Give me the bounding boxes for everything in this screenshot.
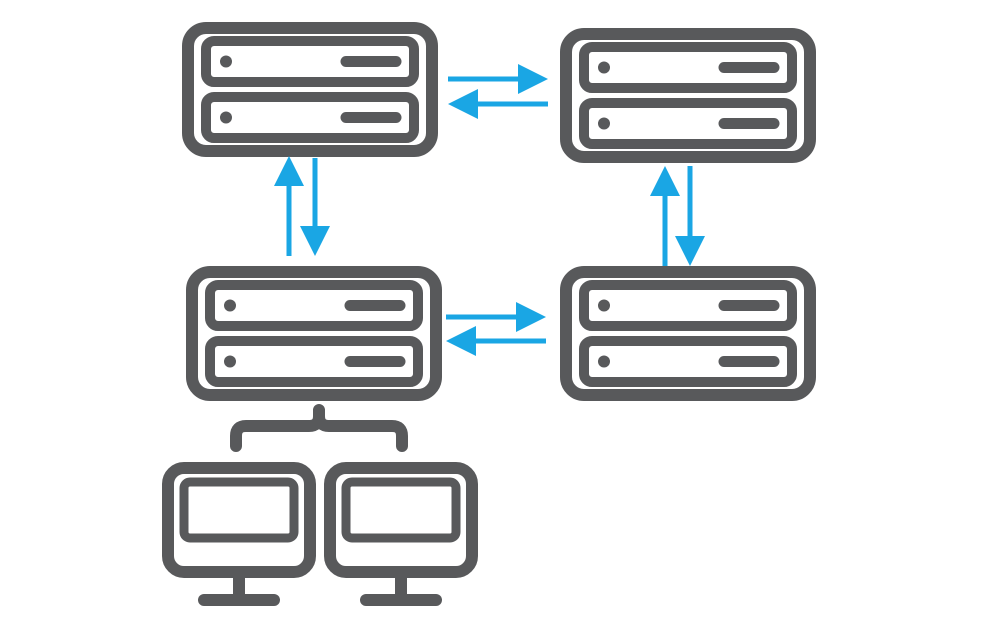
link-server-top-left-server-top-right (448, 64, 548, 119)
arrow-backward (300, 158, 330, 256)
arrow-forward (274, 156, 304, 256)
monitor-left (168, 468, 310, 600)
server-top-left (188, 28, 432, 151)
monitor-right (330, 468, 472, 600)
server-top-right (566, 34, 810, 157)
arrow-backward (448, 89, 548, 119)
curly-bracket-icon (230, 404, 408, 452)
server-bottom-left (192, 272, 436, 395)
arrow-backward (446, 326, 546, 356)
arrow-forward (446, 302, 546, 332)
arrow-backward (675, 166, 705, 266)
link-server-top-right-server-bottom-right (650, 166, 705, 266)
arrow-forward (650, 166, 680, 266)
link-server-top-left-server-bottom-left (274, 156, 330, 256)
arrow-forward (448, 64, 548, 94)
link-server-bottom-left-server-bottom-right (446, 302, 546, 356)
server-bottom-right (566, 272, 810, 395)
